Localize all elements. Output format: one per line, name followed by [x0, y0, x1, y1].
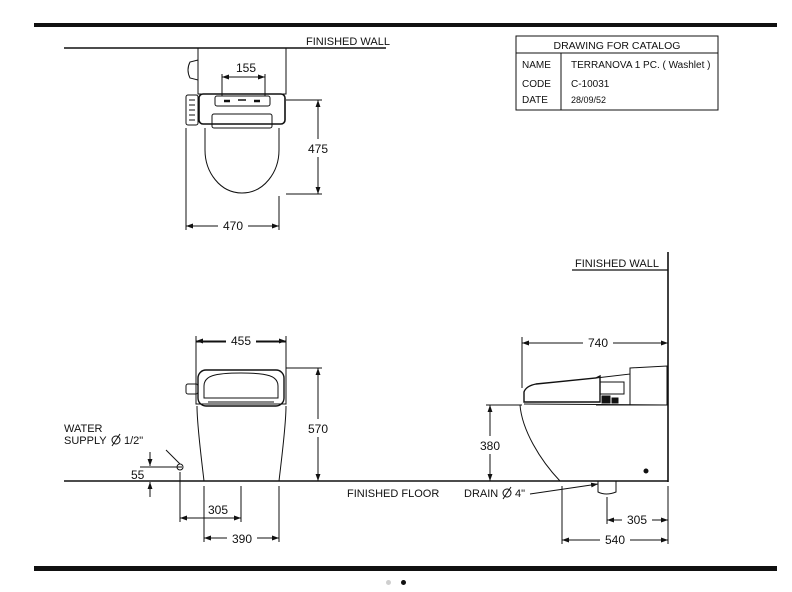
dim-380-text: 380: [480, 439, 500, 453]
side-view: [486, 252, 669, 544]
top-view: [64, 47, 386, 230]
title-block-name-label: NAME: [522, 60, 551, 71]
dim-305-front-text: 305: [208, 503, 228, 517]
front-view: [140, 336, 322, 542]
pager-dot-1[interactable]: [386, 579, 391, 585]
title-block-date-value: 28/09/52: [571, 95, 606, 105]
dim-305-side-text: 305: [627, 513, 647, 527]
dim-390-text: 390: [232, 532, 252, 546]
title-block-heading: DRAWING FOR CATALOG: [554, 40, 681, 52]
dim-455-text: 455: [231, 334, 251, 348]
tank-side-view: [629, 365, 668, 406]
seat-front-view: [197, 369, 285, 407]
water-supply-size: 1/2": [124, 435, 143, 447]
diameter-symbol-drain: [502, 486, 512, 500]
water-supply-label-1: WATER: [64, 423, 103, 435]
dim-540-text: 540: [605, 533, 625, 547]
pager-dots: [0, 574, 792, 590]
water-supply-label-2: SUPPLY: [64, 435, 107, 447]
finished-wall-side-label: FINISHED WALL: [575, 258, 659, 270]
bowl-lid-top-view: [204, 128, 280, 194]
bowl-side-view: [519, 404, 561, 482]
control-panel-shape: [185, 94, 199, 126]
diameter-symbol-water: [111, 433, 121, 447]
dim-55-text: 55: [131, 468, 145, 482]
finished-wall-top-label: FINISHED WALL: [306, 36, 390, 48]
dim-740-text: 740: [588, 336, 608, 350]
bottom-border-bar: [34, 566, 777, 571]
top-border-bar: [34, 23, 777, 27]
pager-dot-2[interactable]: [401, 579, 406, 585]
title-block: [515, 35, 719, 111]
title-block-code-label: CODE: [522, 79, 551, 90]
lid-side-view: [523, 374, 601, 403]
drain-size: 4": [515, 488, 525, 500]
finished-floor-label: FINISHED FLOOR: [347, 488, 439, 500]
seat-hinge-block: [198, 93, 286, 125]
dim-470-text: 470: [223, 219, 243, 233]
dim-570-text: 570: [308, 422, 328, 436]
title-block-name-value: TERRANOVA 1 PC. ( Washlet ): [571, 60, 710, 71]
drain-trap-shape: [597, 481, 617, 495]
dim-475-text: 475: [308, 142, 328, 156]
pedestal-front-view: [196, 405, 287, 482]
dim-155-text: 155: [236, 61, 256, 75]
spray-nozzle-shape: [187, 59, 199, 81]
drain-label: DRAIN: [464, 488, 498, 500]
title-block-date-label: DATE: [522, 95, 548, 106]
title-block-code-value: C-10031: [571, 79, 610, 90]
